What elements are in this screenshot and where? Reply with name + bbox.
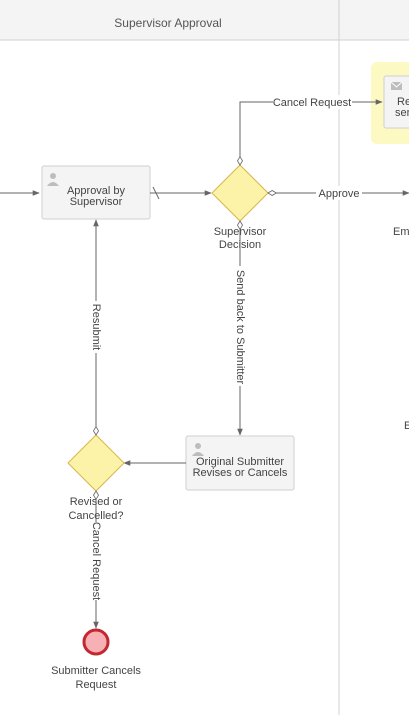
task-notify-label-2: ser	[395, 107, 409, 119]
task-notify-request[interactable]: Re ser	[383, 75, 409, 129]
gateway-revised-or-cancelled[interactable]	[67, 434, 125, 492]
end-event-submitter-cancels[interactable]	[82, 628, 110, 656]
partial-label-e: E	[404, 420, 409, 432]
end-event-label-2: Request	[76, 679, 117, 691]
lane-header-background	[0, 0, 409, 40]
flow-label-send-back: Send back to Submitter	[234, 270, 246, 385]
flow-label-bg-cancel-top	[273, 95, 352, 109]
flow-label-bg-approve	[316, 186, 362, 200]
task-approval-label-2: Supervisor	[70, 196, 123, 208]
flow-label-cancel-request-top: Cancel Request	[273, 97, 351, 109]
task-original-submitter-label-1: Original Submitter	[196, 456, 284, 468]
flow-label-bg-send-back	[233, 266, 247, 386]
task-notify-box[interactable]	[383, 75, 409, 129]
user-icon	[192, 443, 204, 456]
task-original-submitter[interactable]: Original Submitter Revises or Cancels	[185, 435, 295, 491]
lane-title-supervisor: Supervisor Approval	[114, 16, 221, 30]
flow-label-bg-resubmit	[89, 301, 103, 353]
flow-label-cancel-request-bottom: Cancel Request	[90, 522, 102, 600]
flow-cancel-request-top	[237, 99, 383, 166]
flow-label-bg-cancel-bottom	[89, 522, 103, 600]
envelope-icon	[390, 81, 403, 90]
partial-label-em: Em	[393, 226, 409, 238]
user-icon	[47, 173, 59, 186]
task-notify-label-1: Re	[397, 96, 409, 108]
flow-label-approve: Approve	[319, 188, 360, 200]
gateway-decision-shape[interactable]	[211, 164, 269, 222]
gateway-revised-shape[interactable]	[67, 434, 125, 492]
flow-label-resubmit: Resubmit	[90, 304, 102, 350]
task-approval-label-1: Approval by	[67, 185, 126, 197]
default-flow-slash	[152, 186, 160, 200]
task-approval-by-supervisor[interactable]: Approval by Supervisor	[41, 165, 151, 220]
task-original-submitter-label-2: Revises or Cancels	[193, 467, 288, 479]
gateway-supervisor-decision[interactable]	[211, 164, 269, 222]
end-event-label-1: Submitter Cancels	[51, 665, 141, 677]
